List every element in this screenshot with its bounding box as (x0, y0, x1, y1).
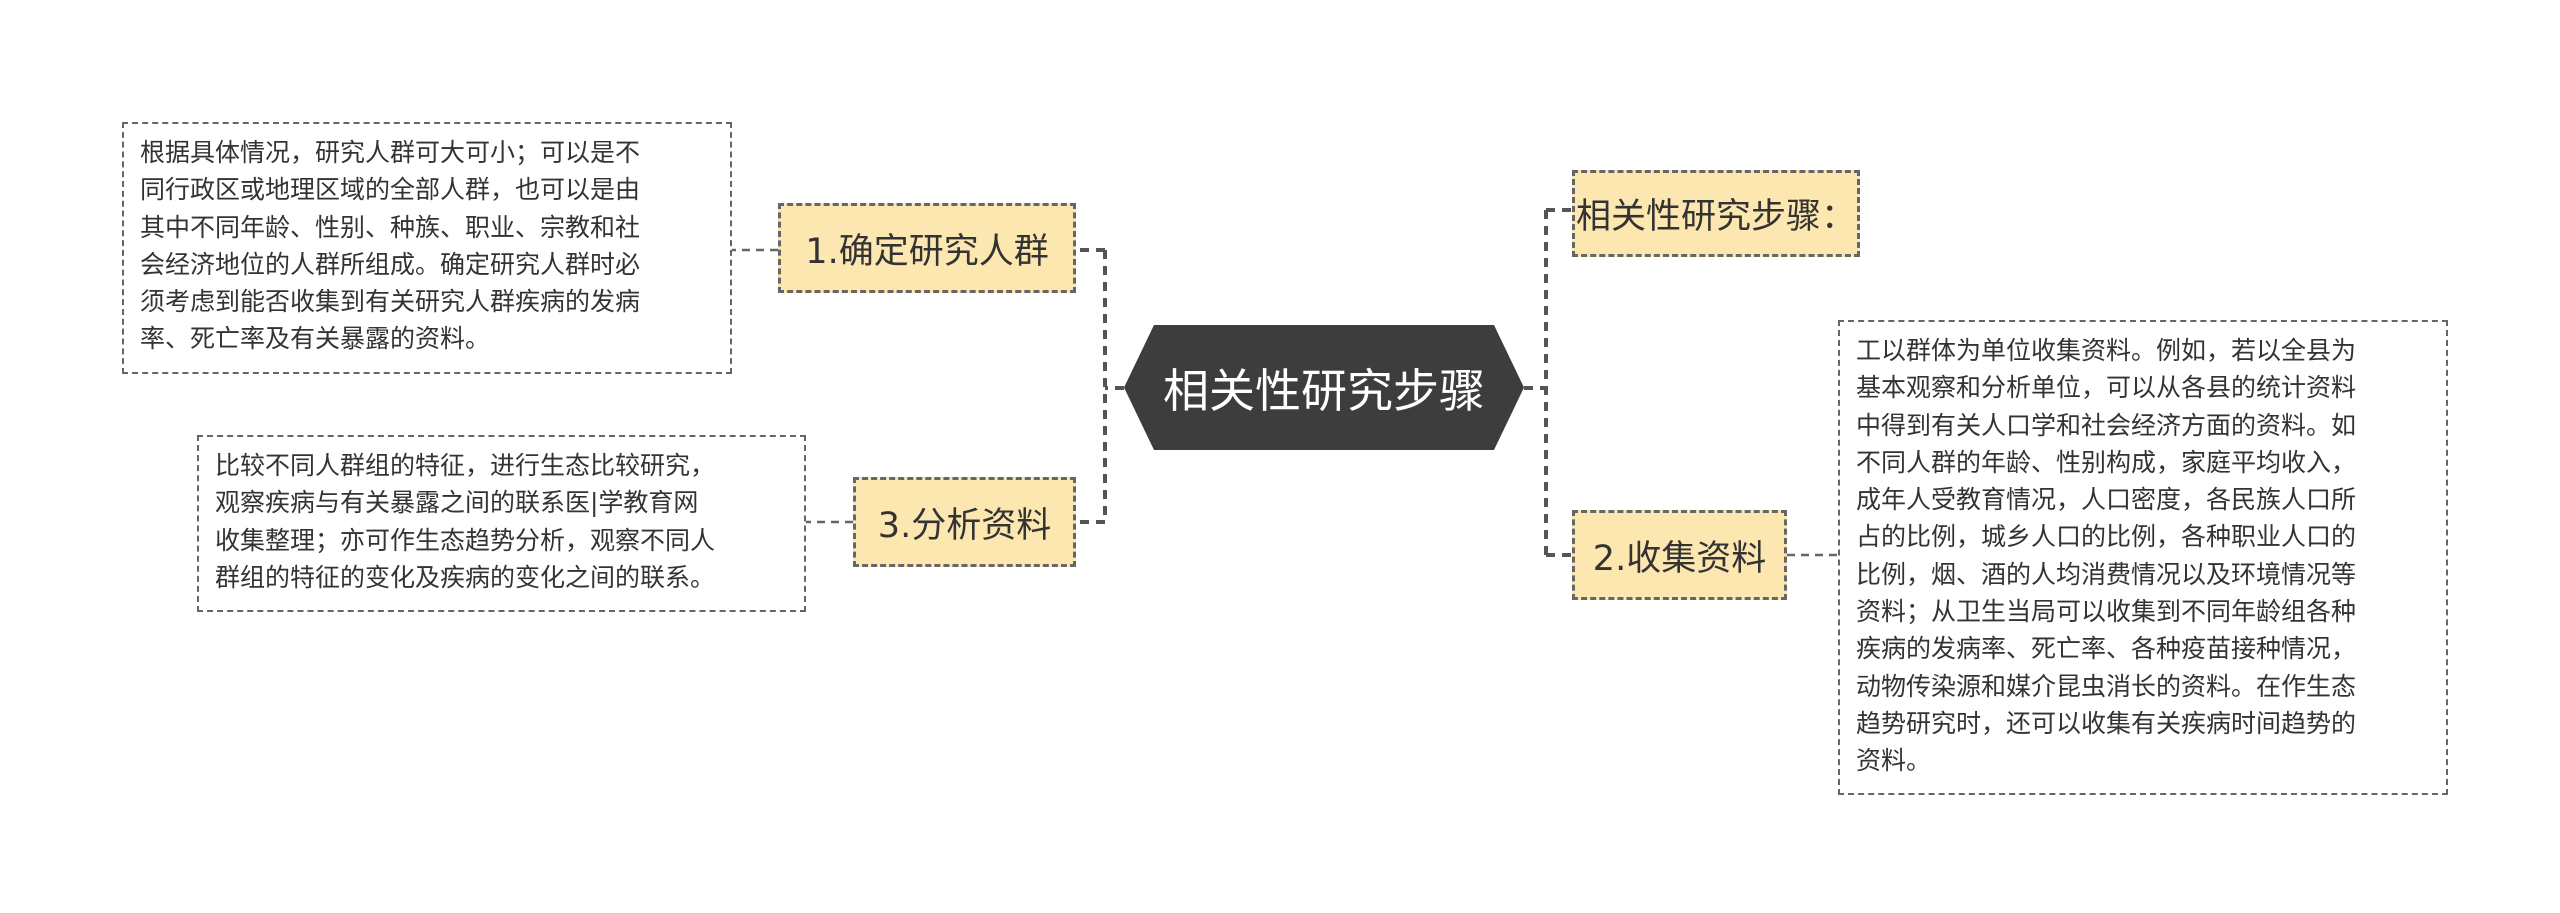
note-line: 资料；从卫生当局可以收集到不同年龄组各种 (1856, 597, 2357, 627)
note-line: 占的比例，城乡人口的比例，各种职业人口的 (1856, 522, 2357, 552)
topic-step1-label: 1.确定研究人群 (805, 231, 1049, 272)
note-line: 会经济地位的人群所组成。确定研究人群时必 (140, 249, 641, 279)
note-line: 群组的特征的变化及疾病的变化之间的联系。 (215, 562, 716, 592)
note-step2[interactable]: 工以群体为单位收集资料。例如，若以全县为 基本观察和分析单位，可以从各县的统计资… (1838, 320, 2448, 795)
note-line: 基本观察和分析单位，可以从各县的统计资料 (1856, 373, 2357, 403)
note-line: 根据具体情况，研究人群可大可小；可以是不 (140, 138, 641, 167)
topic-step2-label: 2.收集资料 (1592, 538, 1767, 579)
topic-step3[interactable]: 3.分析资料 (853, 477, 1076, 567)
topic-step1[interactable]: 1.确定研究人群 (778, 203, 1076, 293)
note-line: 趋势研究时，还可以收集有关疾病时间趋势的 (1856, 708, 2357, 738)
note-line: 动物传染源和媒介昆虫消长的资料。在作生态 (1856, 671, 2357, 701)
note-line: 不同人群的年龄、性别构成，家庭平均收入， (1856, 447, 2357, 477)
topic-intro[interactable]: 相关性研究步骤： (1572, 170, 1860, 257)
topic-step3-label: 3.分析资料 (877, 505, 1052, 546)
note-step1[interactable]: 根据具体情况，研究人群可大可小；可以是不 同行政区或地理区域的全部人群，也可以是… (122, 122, 732, 374)
note-line: 须考虑到能否收集到有关研究人群疾病的发病 (140, 287, 641, 317)
note-line: 其中不同年龄、性别、种族、职业、宗教和社 (140, 212, 641, 242)
note-line: 率、死亡率及有关暴露的资料。 (140, 324, 491, 354)
note-line: 观察疾病与有关暴露之间的联系医|学教育网 (215, 488, 699, 518)
note-line: 比较不同人群组的特征，进行生态比较研究， (215, 451, 716, 480)
topic-step2[interactable]: 2.收集资料 (1572, 510, 1787, 600)
central-topic[interactable]: 相关性研究步骤 (1124, 325, 1524, 450)
note-line: 中得到有关人口学和社会经济方面的资料。如 (1856, 410, 2357, 440)
note-line: 成年人受教育情况，人口密度，各民族人口所 (1856, 485, 2357, 515)
note-line: 同行政区或地理区域的全部人群，也可以是由 (140, 175, 641, 205)
note-line: 收集整理；亦可作生态趋势分析，观察不同人 (215, 525, 716, 555)
central-topic-label: 相关性研究步骤 (1163, 363, 1485, 418)
note-line: 工以群体为单位收集资料。例如，若以全县为 (1856, 336, 2357, 365)
note-line: 疾病的发病率、死亡率、各种疫苗接种情况， (1856, 634, 2357, 664)
note-line: 比例，烟、酒的人均消费情况以及环境情况等 (1856, 559, 2357, 589)
central-topic-shape (1124, 325, 1524, 450)
note-line: 资料。 (1856, 746, 1932, 776)
note-step3[interactable]: 比较不同人群组的特征，进行生态比较研究， 观察疾病与有关暴露之间的联系医|学教育… (197, 435, 806, 612)
topic-intro-label: 相关性研究步骤： (1575, 197, 1856, 237)
